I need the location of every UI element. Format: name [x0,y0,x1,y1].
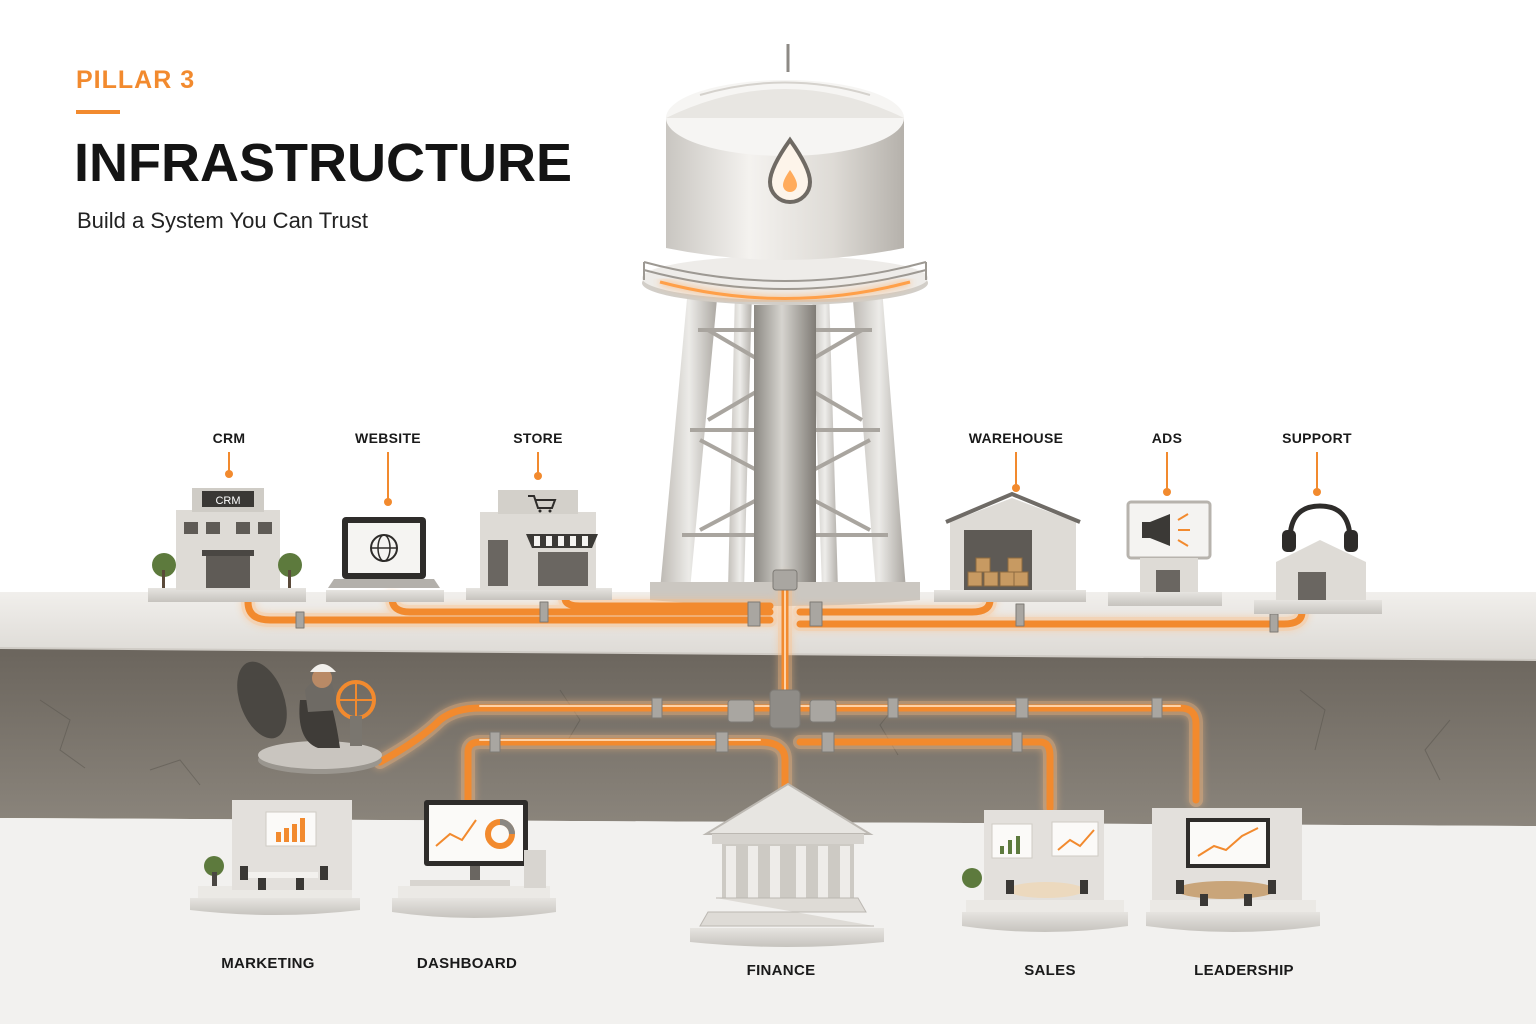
node-label-ads: ADS [1151,430,1183,446]
node-pin [1163,452,1171,496]
node-label-website: WEBSITE [355,430,421,446]
warehouse-boxes-icon [934,491,1086,602]
monitor-dashboard-icon [392,800,556,918]
boardroom-chart-icon [1146,808,1320,932]
water-drop-icon [767,136,813,204]
pipe-network [241,569,1309,815]
bank-building-icon [690,782,884,947]
node-pin [384,452,392,506]
crm-sign-text: CRM [215,495,240,507]
page-subtitle: Build a System You Can Trust [77,208,369,233]
node-pin [1012,452,1020,492]
node-label-marketing: MARKETING [221,955,315,972]
office-building-icon: CRM [148,488,306,602]
node-label-dashboard: DASHBOARD [416,955,518,972]
node-pin [534,452,542,480]
engineer-valve-icon [237,661,382,774]
node-label-support: SUPPORT [1282,430,1352,446]
meeting-room-chart-icon [962,810,1128,932]
node-label-store: STORE [513,430,563,446]
node-label-leadership: LEADERSHIP [1194,962,1294,979]
water-tower [642,44,928,606]
globe-laptop-icon [326,517,444,602]
headset-icon [1254,503,1382,614]
eyebrow-rule [76,110,120,114]
page-title: INFRASTRUCTURE [74,133,572,193]
shopping-cart-icon [466,490,612,600]
node-label-sales: SALES [1024,962,1076,979]
node-label-crm: CRM [212,430,246,446]
node-label-warehouse: WAREHOUSE [968,430,1064,446]
node-pin [1313,452,1321,496]
node-label-finance: FINANCE [746,962,816,979]
pillar-label: PILLAR 3 [76,66,196,94]
node-pin [225,452,233,478]
meeting-room-chart-icon [190,800,360,915]
megaphone-billboard-icon [1108,500,1222,606]
